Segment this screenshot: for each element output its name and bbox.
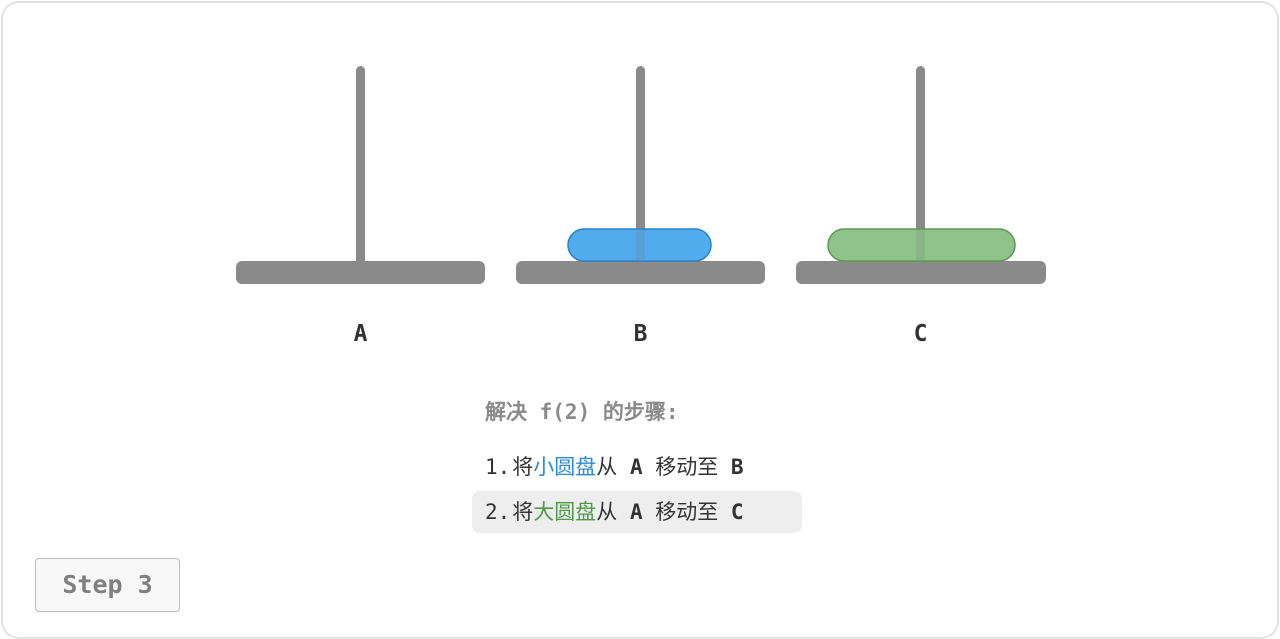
peg-c: C	[796, 66, 1046, 347]
peg-a-rod	[356, 66, 365, 266]
step-move-word: 移动至	[655, 500, 719, 524]
peg-b-label: B	[634, 321, 648, 347]
peg-b: B	[516, 66, 765, 347]
step-verb: 将	[512, 500, 534, 524]
steps-title: 解决 f(2) 的步骤:	[485, 400, 679, 424]
step-to-peg: C	[730, 500, 744, 524]
step-to-peg: B	[730, 455, 744, 479]
peg-c-label: C	[914, 321, 928, 347]
peg-c-rod	[916, 66, 925, 266]
step-number: 2.	[485, 500, 511, 524]
peg-b-base	[516, 261, 765, 284]
peg-c-base	[796, 261, 1046, 284]
small-disk	[567, 228, 712, 262]
step-disk-small: 小圆盘	[533, 455, 597, 479]
step-from-word: 从	[596, 500, 618, 524]
peg-b-rod	[636, 66, 645, 266]
large-disk	[827, 228, 1016, 262]
peg-b-rod-overlay	[636, 229, 645, 261]
peg-c-rod-overlay	[916, 229, 925, 261]
peg-a-label: A	[354, 321, 368, 347]
step-move-word: 移动至	[655, 455, 719, 479]
peg-a: A	[236, 66, 485, 347]
step-verb: 将	[512, 455, 534, 479]
step-item-1: 1.将小圆盘从 A 移动至 B	[472, 446, 802, 488]
step-disk-large: 大圆盘	[533, 500, 597, 524]
step-from-word: 从	[596, 455, 618, 479]
step-item-2-highlighted: 2.将大圆盘从 A 移动至 C	[472, 491, 802, 533]
step-from-peg: A	[629, 455, 643, 479]
step-indicator-button[interactable]: Step 3	[35, 558, 180, 612]
peg-a-base	[236, 261, 485, 284]
step-number: 1.	[485, 455, 511, 479]
step-from-peg: A	[629, 500, 643, 524]
